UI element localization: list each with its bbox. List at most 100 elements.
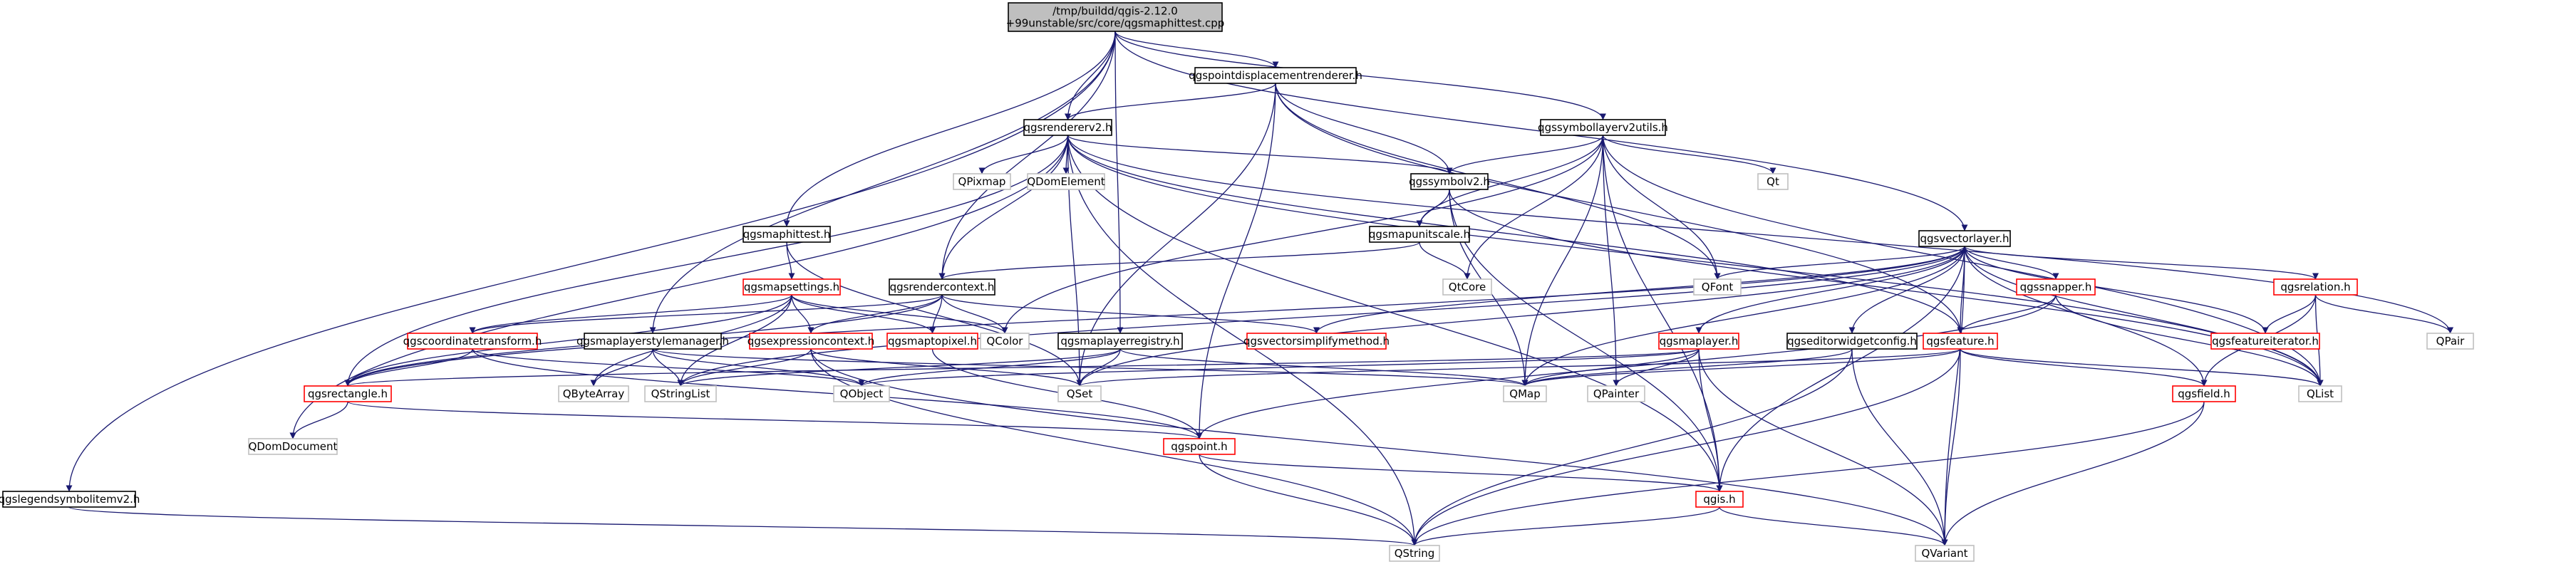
edge-vectorlayer-to-qmap (1521, 246, 1965, 387)
edge-line (1275, 83, 1453, 174)
edge-feature-to-qlist (1960, 348, 2324, 387)
edge-rendererv2-to-symbolv2 (1067, 135, 1453, 174)
node-rendercontext[interactable]: qgsrendercontext.h (889, 278, 995, 296)
node-label: QObject (840, 387, 884, 400)
edge-vectorlayer-to-qset (1076, 246, 1965, 387)
node-rectangle[interactable]: qgsrectangle.h (304, 385, 392, 402)
node-box (1695, 491, 1744, 508)
node-featureiter[interactable]: qgsfeatureiterator.h (2210, 333, 2320, 350)
node-label: QVariant (1921, 547, 1967, 560)
node-mapunitscale[interactable]: qgsmapunitscale.h (1369, 226, 1470, 243)
edge-line (1196, 294, 2057, 439)
edge-mapsettings-to-coordtransform (469, 294, 792, 334)
edge-rectangle-to-point (347, 401, 1203, 439)
node-field[interactable]: qgsfield.h (2172, 385, 2236, 402)
edge-line (1067, 135, 1453, 174)
node-vectorlayer[interactable]: qgsvectorlayer.h (1918, 230, 2011, 247)
node-box (1246, 333, 1387, 350)
node-vectorsimplify[interactable]: qgsvectorsimplifymethod.h (1243, 333, 1390, 350)
edge-vectorlayer-to-qgis (1716, 246, 1965, 492)
edge-line (1964, 246, 2324, 387)
edge-symlayerutils-to-qt (1602, 135, 1776, 174)
node-maplayer[interactable]: qgsmaplayer.h (1658, 333, 1739, 350)
node-root: /tmp/buildd/qgis-2.12.0+99unstable/src/c… (1006, 2, 1224, 32)
node-maptopixel[interactable]: qgsmaptopixel.h (886, 333, 978, 350)
edge-line (938, 241, 1420, 280)
node-snapper[interactable]: qgssnapper.h (2016, 278, 2096, 296)
edge-line (344, 135, 1069, 387)
edge-line (1114, 31, 1968, 231)
edge-line (1419, 241, 1471, 280)
edge-line (978, 135, 1069, 174)
node-label: QFont (1702, 281, 1734, 293)
edge-maplayerreg-to-qstringlist (677, 348, 1121, 387)
edge-feature-to-qmap (1521, 348, 1961, 387)
edge-pointdisp-to-point (1196, 83, 1276, 439)
node-pointdisp[interactable]: qgspointdisplacementrenderer.h (1189, 67, 1362, 84)
edge-symlayerutils-to-qcolor (1001, 135, 1604, 334)
edge-vectorlayer-to-maplayer (1695, 246, 1965, 334)
edge-line (1521, 348, 1853, 387)
node-qdomdocument: QDomDocument (248, 438, 338, 455)
node-qpixmap: QPixmap (953, 173, 1011, 190)
edge-vectorlayer-to-relation (1964, 246, 2319, 280)
node-maphittest[interactable]: qgsmaphittest.h (743, 226, 831, 243)
node-label: qgsfeature.h (1926, 335, 1994, 348)
node-box (1923, 333, 1998, 350)
edge-line (1719, 506, 1948, 546)
node-label: qgsrendererv2.h (1023, 121, 1112, 134)
node-symlayerutils[interactable]: qgssymbollayerv2utils.h (1538, 119, 1668, 136)
node-legendsymbol[interactable]: qgslegendsymbolitemv2.h (0, 491, 140, 508)
edge-line (677, 246, 1965, 387)
node-qfont: QFont (1693, 278, 1742, 296)
node-label: qgsvectorsimplifymethod.h (1243, 335, 1390, 348)
node-box (2298, 385, 2342, 402)
edge-line (783, 31, 1116, 227)
node-box (304, 385, 392, 402)
edge-symbolv2-to-qlist (1449, 189, 2324, 387)
node-box (2, 491, 136, 508)
edge-line (2314, 294, 2453, 334)
node-label: qgsfield.h (2178, 387, 2230, 400)
node-label: qgsmapsettings.h (744, 281, 839, 293)
node-label: qgsvectorlayer.h (1920, 232, 2009, 245)
node-box (407, 333, 538, 350)
node-mapsettings[interactable]: qgsmapsettings.h (743, 278, 841, 296)
edge-pointdisp-to-rendererv2 (1065, 83, 1276, 120)
edge-rendererv2-to-qpair (1067, 135, 2453, 334)
edge-line (786, 241, 1083, 387)
edge-root-to-legendsymbol (66, 31, 1116, 492)
node-feature[interactable]: qgsfeature.h (1923, 333, 1998, 350)
edge-line (1065, 83, 1276, 120)
edge-line (1521, 135, 1604, 387)
edge-line (1698, 348, 1723, 492)
edge-line (938, 135, 1069, 280)
node-label: qgsmaplayerregistry.h (1060, 335, 1179, 348)
edge-mapsettings-to-rectangle (344, 294, 792, 387)
edge-mapsettings-to-qstringlist (677, 294, 792, 387)
node-relation[interactable]: qgsrelation.h (2273, 278, 2358, 296)
node-symbolv2[interactable]: qgssymbolv2.h (1409, 173, 1490, 190)
node-qbytearray: QByteArray (558, 385, 629, 402)
node-maplayerreg[interactable]: qgsmaplayerregistry.h (1057, 333, 1183, 350)
edge-line (1964, 246, 2059, 280)
edge-line (941, 294, 1320, 334)
node-qpair: QPair (2426, 333, 2474, 350)
edge-maplayerreg-to-qmap (1119, 348, 1528, 387)
node-label: QList (2307, 387, 2334, 400)
node-exprcontext[interactable]: qgsexpressioncontext.h (748, 333, 875, 350)
node-point[interactable]: qgspoint.h (1163, 438, 1236, 455)
edge-line (1716, 246, 1965, 492)
node-maplayerstylemgr[interactable]: qgsmaplayerstylemanager.h (576, 333, 729, 350)
node-coordtransform[interactable]: qgscoordinatetransform.h (403, 333, 542, 350)
edge-feature-to-qset (1076, 348, 1961, 387)
node-editorwidget[interactable]: qgseditorwidgetconfig.h (1786, 333, 1918, 350)
edge-line (344, 294, 792, 387)
node-qgis[interactable]: qgis.h (1695, 491, 1744, 508)
edge-mapunitscale-to-qcore (1419, 241, 1471, 280)
edge-line (1848, 246, 1965, 334)
node-rendererv2[interactable]: qgsrendererv2.h (1023, 119, 1112, 136)
edge-rectangle-to-qdomdocument (289, 401, 348, 439)
edge-line (677, 348, 812, 387)
edge-line (1114, 31, 1124, 334)
